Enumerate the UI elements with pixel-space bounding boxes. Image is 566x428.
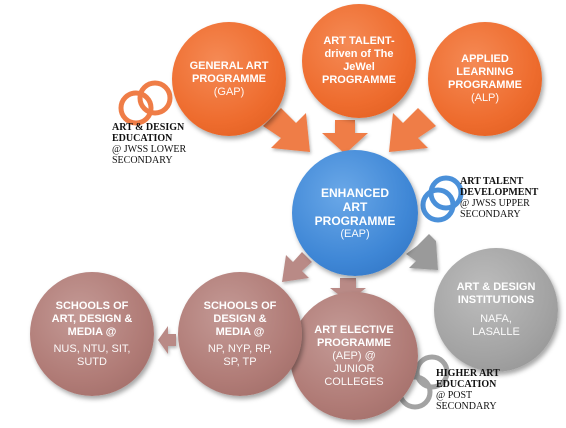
rings-icon-lower [118, 80, 173, 126]
talent-circle: ART TALENT- driven of The JeWel PROGRAMM… [302, 4, 416, 118]
upper-secondary-label: ART TALENT DEVELOPMENT @ JWSS UPPER SECO… [460, 176, 538, 220]
institutions-circle: ART & DESIGN INSTITUTIONS NAFA, LASALLE [434, 248, 558, 372]
upper-label-line3: @ JWSS UPPER [460, 198, 530, 209]
arrow-icon-talent-to-eap [322, 120, 368, 154]
aep-title: ART ELECTIVE PROGRAMME [314, 323, 394, 349]
institutions-sub: NAFA, LASALLE [472, 313, 520, 338]
schools-design-sub: NP, NYP, RP, SP, TP [207, 342, 273, 368]
schools-art-sub: NUS, NTU, SIT, SUTD [53, 342, 131, 368]
alp-circle: APPLIED LEARNING PROGRAMME (ALP) [428, 22, 542, 136]
institutions-title: ART & DESIGN INSTITUTIONS [456, 281, 536, 306]
higher-label-line4: SECONDARY [436, 401, 497, 412]
upper-label-line1: ART TALENT [460, 176, 524, 187]
arrow-icon-design-to-art [158, 326, 176, 354]
arrow-icon-gap-to-eap [263, 108, 310, 152]
post-secondary-label: HIGHER ART EDUCATION @ POST SECONDARY [436, 368, 500, 412]
lower-label-line4: SECONDARY [112, 155, 173, 166]
schools-art-title: SCHOOLS OF ART, DESIGN & MEDIA @ [51, 299, 133, 338]
gap-sub: (GAP) [213, 85, 245, 98]
lower-label-line1: ART & DESIGN [112, 122, 185, 133]
schools-design-title: SCHOOLS OF DESIGN & MEDIA @ [203, 299, 277, 338]
upper-label-line4: SECONDARY [460, 209, 521, 220]
arrow-icon-alp-to-eap [389, 108, 436, 152]
eap-circle: ENHANCED ART PROGRAMME (EAP) [292, 150, 418, 276]
schools-art-circle: SCHOOLS OF ART, DESIGN & MEDIA @ NUS, NT… [30, 272, 154, 396]
higher-label-line3: @ POST [436, 390, 473, 401]
eap-title: ENHANCED ART PROGRAMME [314, 185, 396, 228]
lower-label-line2: EDUCATION [112, 133, 173, 144]
alp-title: APPLIED LEARNING PROGRAMME [448, 53, 522, 91]
schools-design-circle: SCHOOLS OF DESIGN & MEDIA @ NP, NYP, RP,… [178, 272, 302, 396]
arrow-icon-eap-to-aep [330, 278, 366, 302]
arrow-icon-eap-to-institutions [406, 234, 438, 270]
upper-label-line2: DEVELOPMENT [460, 187, 539, 198]
higher-label-line1: HIGHER ART [436, 368, 500, 379]
lower-label-line3: @ JWSS LOWER [112, 144, 187, 155]
talent-title: ART TALENT- driven of The JeWel PROGRAMM… [322, 35, 396, 86]
rings-icon-upper [420, 175, 464, 223]
aep-circle: ART ELECTIVE PROGRAMME (AEP) @ JUNIOR CO… [290, 292, 418, 420]
lower-secondary-label: ART & DESIGN EDUCATION @ JWSS LOWER SECO… [112, 122, 186, 166]
gap-circle: GENERAL ART PROGRAMME (GAP) [172, 22, 286, 136]
arrow-icon-eap-to-design [282, 252, 312, 282]
aep-sub: (AEP) @ JUNIOR COLLEGES [324, 349, 384, 388]
gap-title: GENERAL ART PROGRAMME [189, 59, 269, 85]
alp-sub: (ALP) [470, 92, 500, 104]
eap-sub: (EAP) [340, 227, 370, 240]
higher-label-line2: EDUCATION [436, 379, 497, 390]
